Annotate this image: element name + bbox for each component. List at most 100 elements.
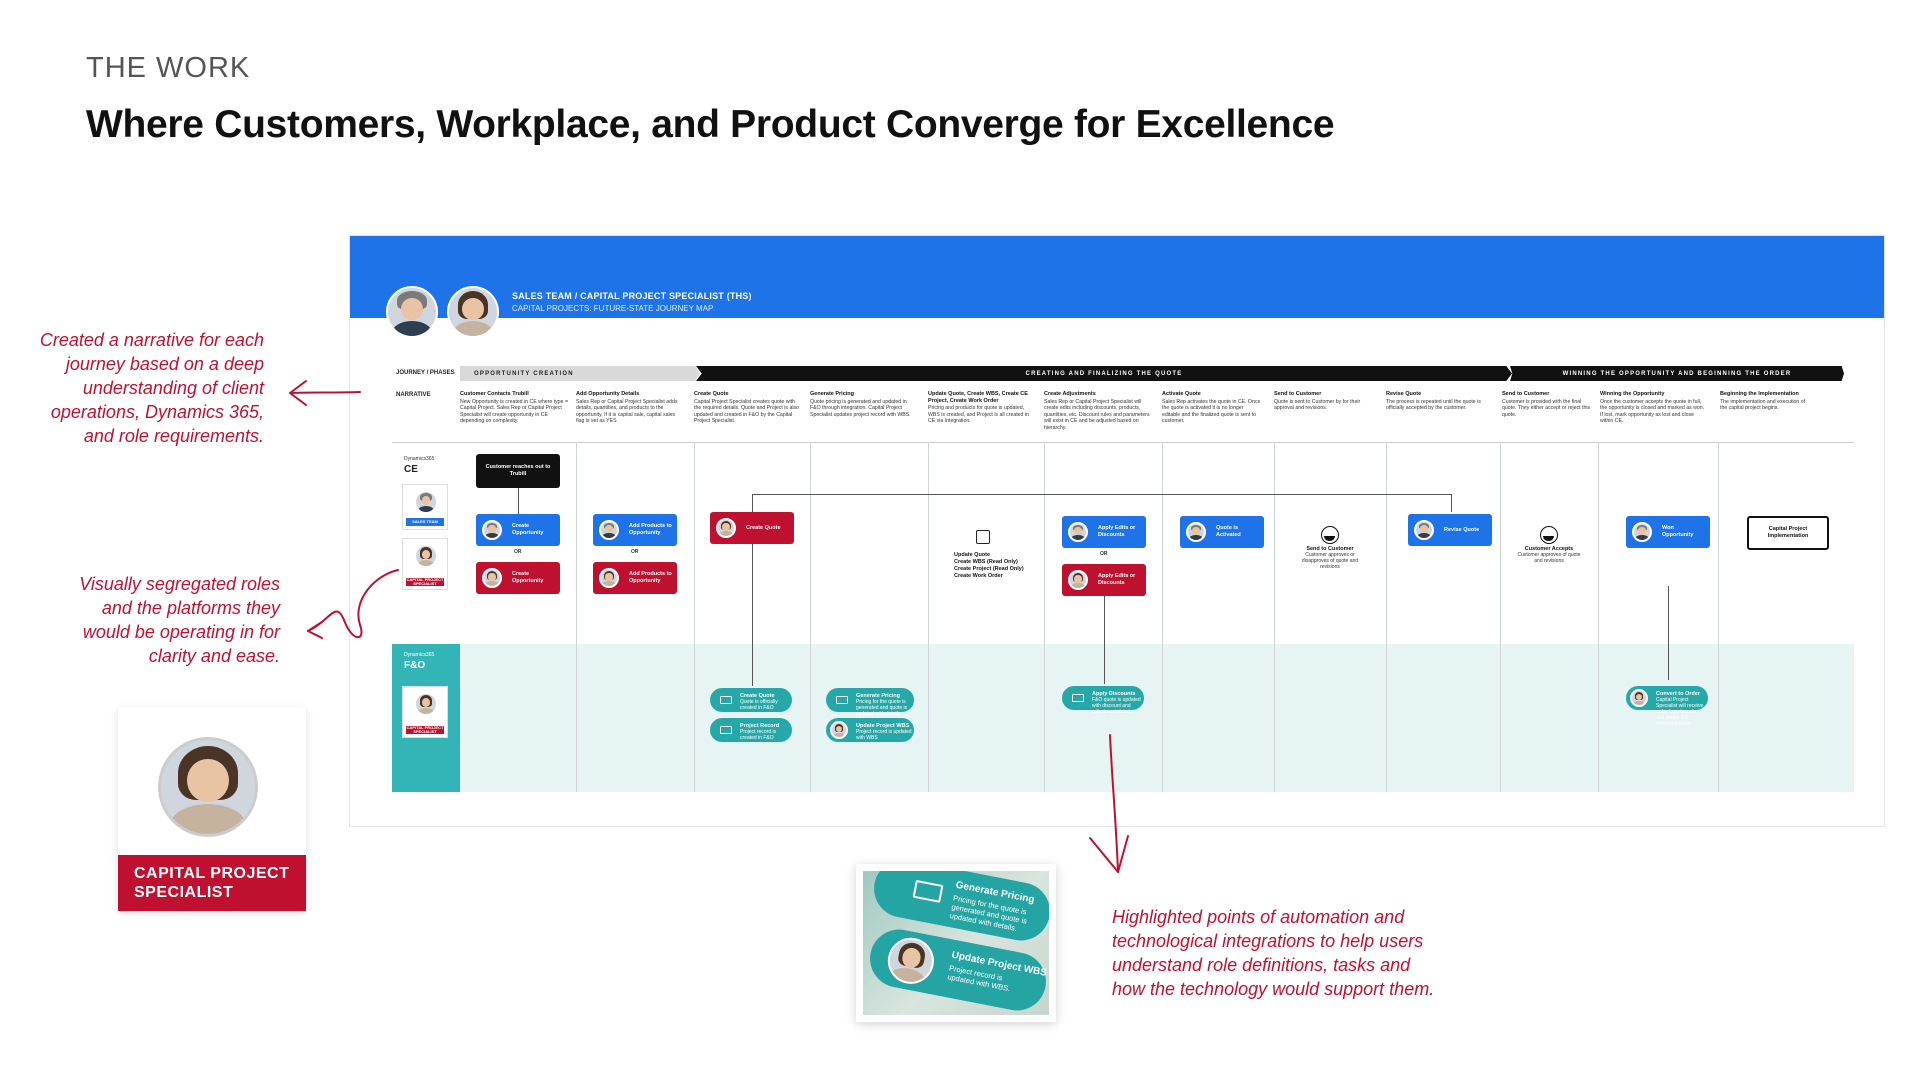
connector [752, 494, 753, 512]
card-quote-activated[interactable]: Quote is Activated [1180, 516, 1264, 548]
specialist-avatar-mini [1068, 570, 1088, 590]
card-create-opportunity-cps[interactable]: Create Opportunity [476, 562, 560, 594]
wbs-item: Create Project (Read Only) [954, 566, 1024, 573]
card-create-opportunity[interactable]: Create Opportunity [476, 514, 560, 546]
column-divider [1500, 442, 1501, 792]
phase-opportunity: OPPORTUNITY CREATION [460, 366, 700, 381]
specialist-avatar-mini [1630, 689, 1648, 707]
sales-avatar-mini [1186, 522, 1206, 542]
sales-avatar-mini [599, 520, 619, 540]
arrowhead-down [1090, 836, 1128, 872]
column-divider [576, 442, 577, 792]
role-tag-cps: CAPITAL PROJECT SPECIALIST [406, 578, 444, 586]
role-card-fo-cps: CAPITAL PROJECT SPECIALIST [402, 686, 448, 738]
card-won-opportunity[interactable]: Won Opportunity [1626, 516, 1710, 548]
card-create-quote[interactable]: Create Quote [710, 512, 794, 544]
card-add-products[interactable]: Add Products to Opportunity [593, 514, 677, 546]
card-add-products-cps[interactable]: Add Products to Opportunity [593, 562, 677, 594]
narrative-row-label: NARRATIVE [396, 392, 431, 398]
journey-row-label: JOURNEY / PHASES [396, 370, 455, 376]
wbs-list: Update Quote Create WBS (Read Only) Crea… [954, 552, 1024, 580]
card-apply-edits[interactable]: Apply Edits or Discounts [1062, 516, 1146, 548]
role-tag-sales: SALES TEAM [406, 518, 444, 526]
specialist-avatar-fo [414, 692, 438, 716]
specialist-avatar [158, 737, 258, 837]
section-eyebrow: THE WORK [86, 52, 250, 85]
note-automation: Highlighted points of automation and tec… [1112, 905, 1442, 1001]
card-revise-quote[interactable]: Revise Quote [1408, 514, 1492, 546]
narrative-11: Winning the OpportunityOnce the customer… [1600, 391, 1708, 425]
specialist-avatar-mini [482, 568, 502, 588]
sales-avatar-mini [1068, 522, 1088, 542]
specialist-avatar-zoom [884, 934, 938, 988]
note-roles: Visually segregated roles and the platfo… [60, 572, 280, 668]
customer-icon [1321, 526, 1339, 544]
sales-avatar-mini [482, 520, 502, 540]
card-capital-project-implementation[interactable]: Capital Project Implementation [1747, 516, 1829, 550]
connector [1451, 494, 1452, 512]
page-title: Where Customers, Workplace, and Product … [86, 103, 1334, 147]
laptop-icon [913, 880, 944, 903]
specialist-avatar-small [414, 544, 438, 568]
connector [752, 544, 753, 686]
laptop-icon [720, 726, 732, 734]
sales-avatar-mini [1414, 520, 1434, 540]
card-customer-reaches[interactable]: Customer reaches out to Trubill [476, 454, 560, 488]
specialist-avatar-header [447, 286, 499, 338]
map-subtitle: CAPITAL PROJECTS: FUTURE-STATE JOURNEY M… [512, 304, 713, 313]
arrowhead-left-1 [290, 381, 306, 405]
persona-send-to-customer: Send to CustomerCustomer approves or dis… [1300, 526, 1360, 570]
lane-fo [392, 644, 1854, 792]
narrative-5: Update Quote, Create WBS, Create CE Proj… [928, 391, 1036, 425]
sales-avatar-mini [1632, 522, 1652, 542]
arrowhead-left-2 [308, 622, 322, 638]
or-label: OR [514, 549, 522, 555]
column-divider [694, 442, 695, 792]
laptop-icon [836, 696, 848, 704]
role-tag-fo-cps: CAPITAL PROJECT SPECIALIST [406, 726, 444, 734]
connector [1668, 586, 1669, 680]
edit-icon [976, 530, 990, 544]
connector [1104, 596, 1105, 684]
column-divider [1718, 442, 1719, 792]
specialist-avatar-mini [716, 518, 736, 538]
specialist-avatar-mini [830, 721, 848, 739]
role-badge-label: CAPITAL PROJECT SPECIALIST [118, 855, 306, 911]
connector [752, 494, 1452, 495]
role-badge: CAPITAL PROJECT SPECIALIST [118, 707, 306, 911]
phase-quote: CREATING AND FINALIZING THE QUOTE [696, 366, 1512, 381]
sales-avatar [386, 286, 438, 338]
lane-ce-platform: Dynamics365 [404, 456, 434, 462]
specialist-avatar-mini [599, 568, 619, 588]
column-divider [1598, 442, 1599, 792]
wbs-item: Create Work Order [954, 573, 1024, 580]
customer-icon [1540, 526, 1558, 544]
or-label: OR [1100, 551, 1108, 557]
note-narrative: Created a narrative for each journey bas… [30, 328, 264, 448]
card-apply-edits-cps[interactable]: Apply Edits or Discounts [1062, 564, 1146, 596]
phase-winning: WINNING THE OPPORTUNITY AND BEGINNING TH… [1510, 366, 1844, 381]
laptop-icon [720, 696, 732, 704]
lane-tag-fo: Dynamics365 F&O CAPITAL PROJECT SPECIALI… [392, 644, 460, 792]
wbs-item: Update Quote [954, 552, 1024, 559]
sales-avatar-small [414, 490, 438, 514]
or-label: OR [631, 549, 639, 555]
lane-tag-ce: Dynamics365 CE SALES TEAM CAPITAL PROJEC… [392, 442, 460, 644]
